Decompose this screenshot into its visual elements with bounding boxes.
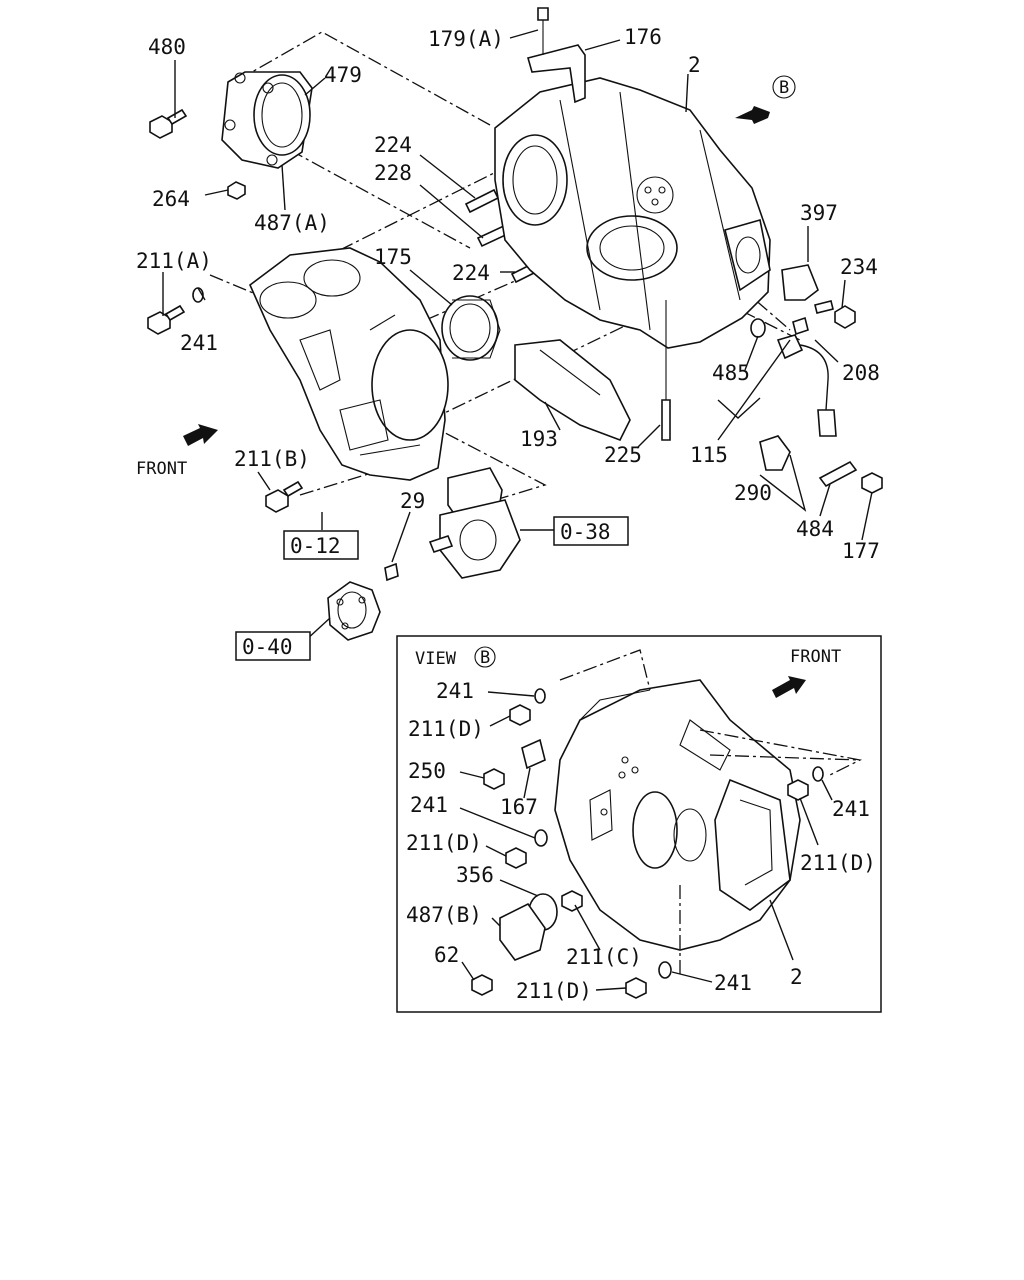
label-224-b: 224 [452,261,490,285]
label-211d-v4: 211(D) [800,851,876,875]
label-176: 176 [624,25,662,49]
label-480: 480 [148,35,186,59]
ref-label-038: 0-38 [560,520,611,544]
front-arrow-icon [183,424,218,446]
b-marker: B [779,78,789,98]
cover-plate-193 [514,339,631,442]
ref-label-040: 0-40 [242,635,293,659]
ref-box-012: 0-12 [283,530,359,560]
label-208: 208 [842,361,880,385]
view-b-panel: VIEW B FRONT [396,635,882,1013]
label-356: 356 [456,863,494,887]
label-224-a: 224 [374,133,412,157]
cover-487a [221,71,313,169]
part-labels-upper: 480 479 179(A) 176 2 B 224 228 264 487(A… [136,25,880,563]
view-b-arrow-icon [735,75,796,124]
label-211d-v3: 211(D) [516,979,592,1003]
label-228: 228 [374,161,412,185]
label-211d-v2: 211(D) [406,831,482,855]
sensor-290 [759,435,883,494]
view-b-fasteners [471,688,824,999]
label-479: 479 [324,63,362,87]
label-193: 193 [520,427,558,451]
label-29: 29 [400,489,425,513]
label-397: 397 [800,201,838,225]
front-arrow-view-icon [772,676,806,698]
label-225: 225 [604,443,642,467]
leader-lines [162,29,873,641]
label-211b: 211(B) [234,447,310,471]
label-241-v1: 241 [436,679,474,703]
label-115: 115 [690,443,728,467]
label-241-v3: 241 [714,971,752,995]
ref-label-012: 0-12 [290,534,341,558]
engine-block [249,247,449,481]
label-250: 250 [408,759,446,783]
label-241-top: 241 [180,331,218,355]
flywheel-housing [494,77,771,349]
label-167: 167 [500,795,538,819]
label-179a: 179(A) [428,27,504,51]
bolt-211a [147,287,204,335]
bracket-397 [781,264,856,329]
label-241-v4: 241 [832,797,870,821]
label-2-view: 2 [790,965,803,989]
oring-485 [750,318,766,338]
label-264: 264 [152,187,190,211]
bolt-211b [265,480,304,513]
key-29 [384,562,399,582]
ref-box-040: 0-40 [235,631,311,661]
label-211d-v1: 211(D) [408,717,484,741]
label-241-v2: 241 [410,793,448,817]
view-b-leaders [459,691,833,991]
bolt-480 [149,108,188,139]
sensor-208 [776,316,837,437]
label-485: 485 [712,361,750,385]
label-290: 290 [734,481,772,505]
label-211a: 211(A) [136,249,212,273]
label-234: 234 [840,255,878,279]
front-label-view: FRONT [790,647,841,667]
label-62: 62 [434,943,459,967]
front-label-main: FRONT [136,459,187,479]
label-177: 177 [842,539,880,563]
label-487b: 487(B) [406,903,482,927]
oil-seal-175 [441,295,501,361]
housing-view-b [554,649,863,975]
b-marker-view: B [480,648,490,668]
nut-264 [227,181,246,200]
label-484: 484 [796,517,834,541]
pump-038 [428,467,521,579]
ref-box-038: 0-38 [553,516,629,546]
label-487a: 487(A) [254,211,330,235]
bracket-176 [527,7,586,104]
label-2-top: 2 [688,53,701,77]
view-b-title: VIEW [415,649,457,669]
label-175: 175 [374,245,412,269]
gear-040 [327,581,381,641]
label-211c: 211(C) [566,945,642,969]
stud-225 [661,300,671,441]
